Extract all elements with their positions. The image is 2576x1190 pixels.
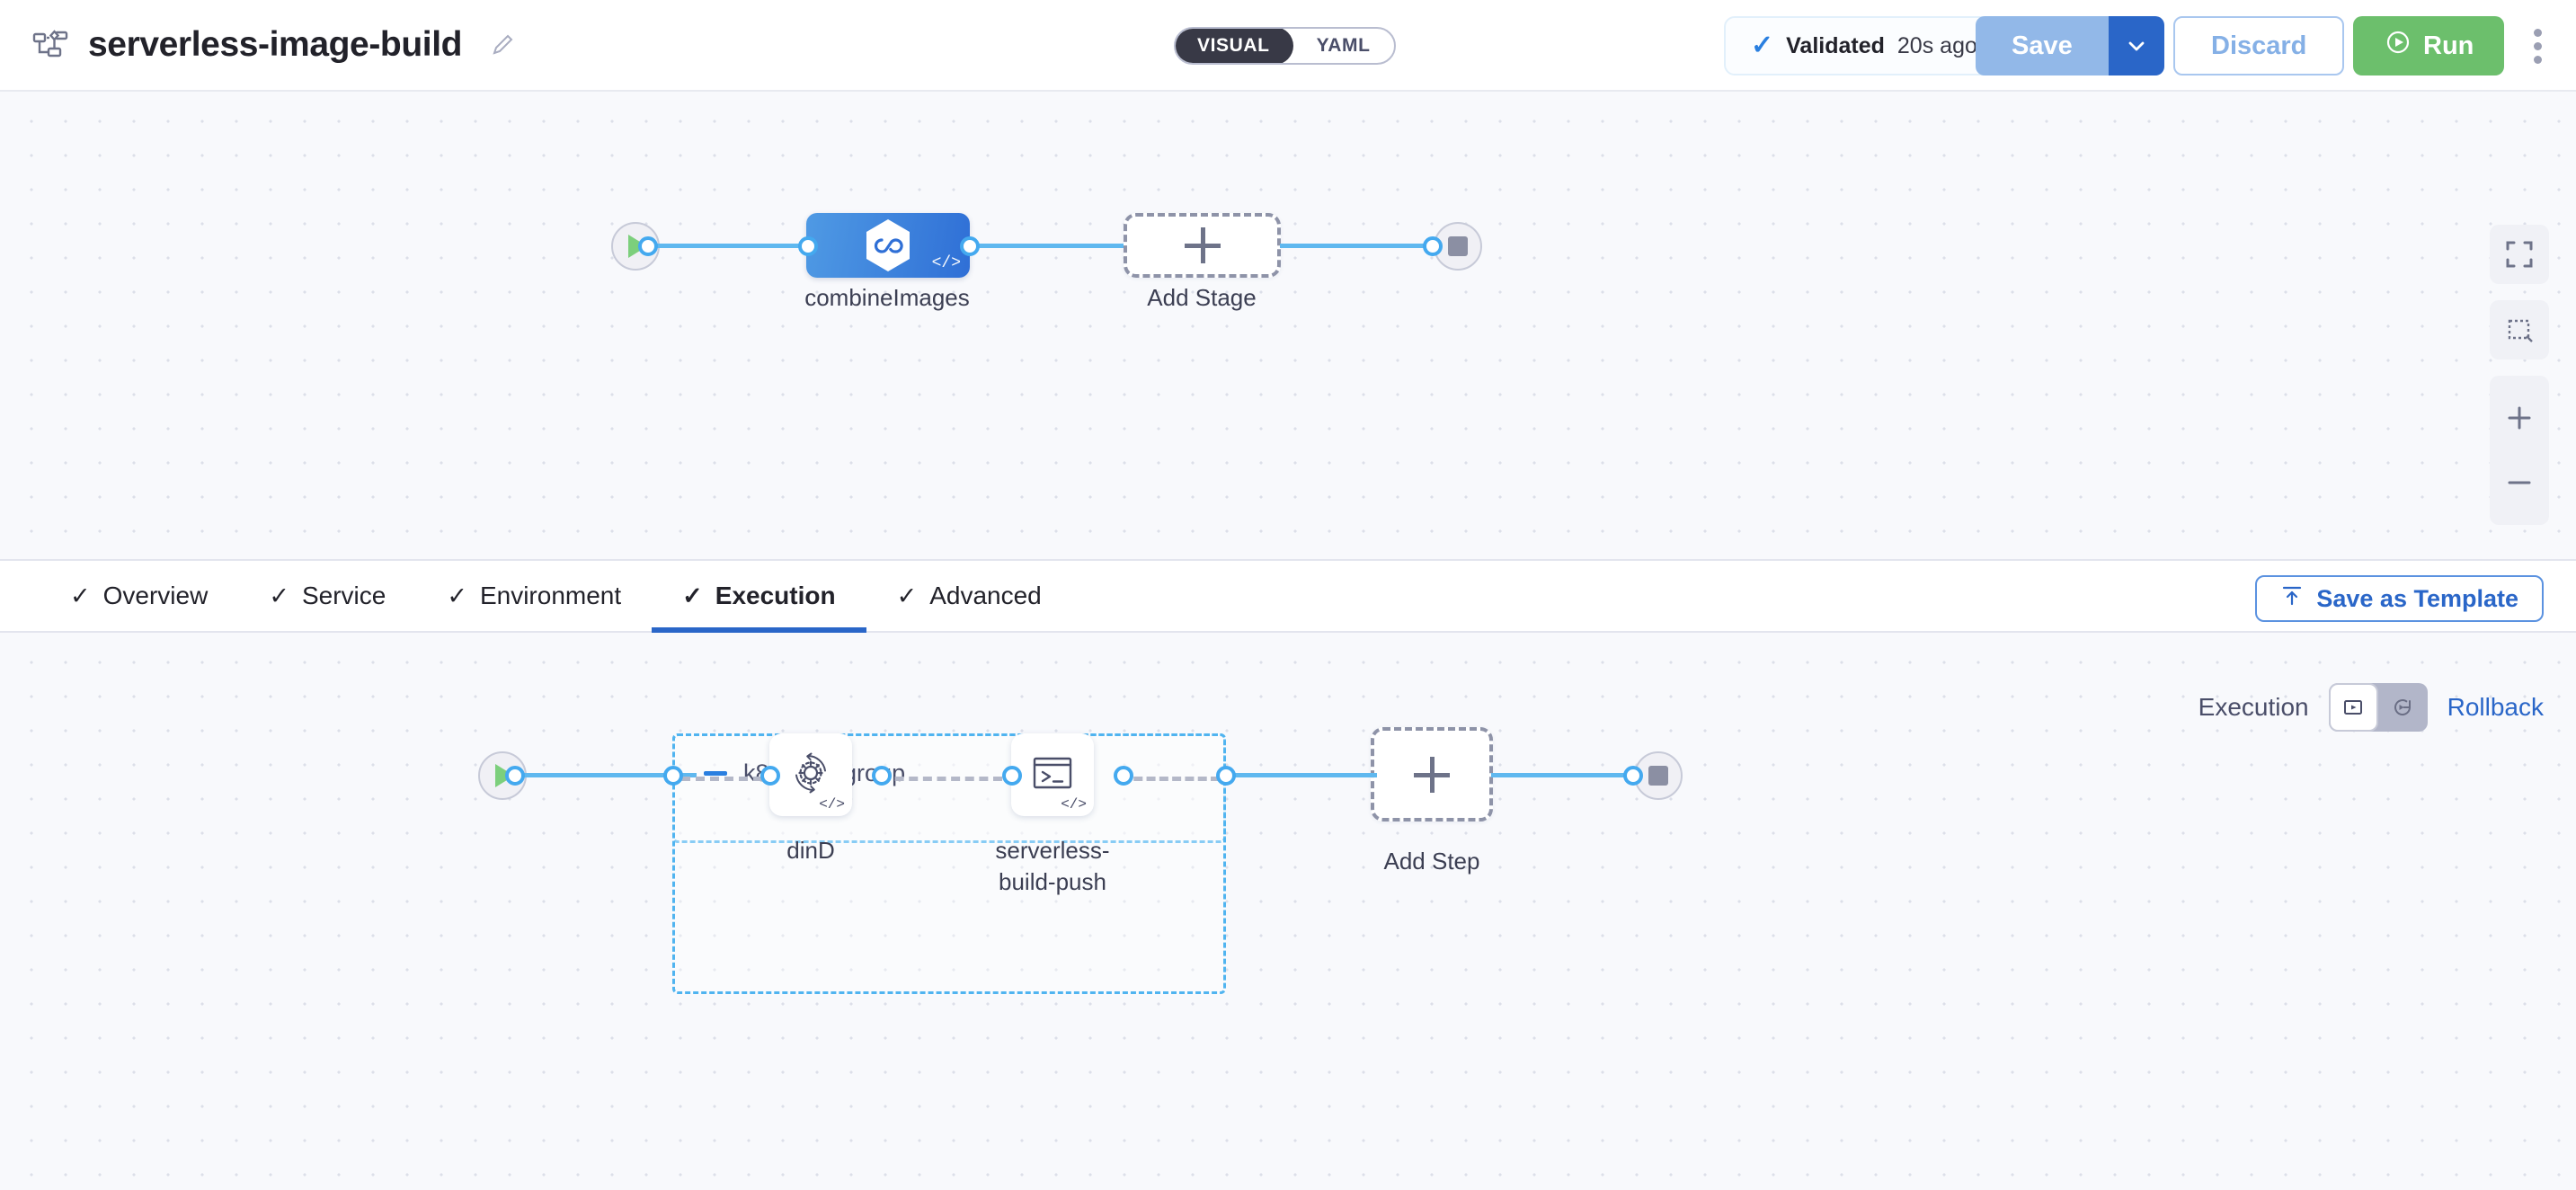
code-badge: </> [1061, 796, 1087, 813]
tab-label: Advanced [929, 582, 1042, 610]
port-dind-in[interactable] [760, 766, 780, 786]
tab-label: Overview [103, 582, 209, 610]
check-icon: ✓ [897, 582, 918, 610]
rollback-mode-label: Rollback [2447, 693, 2544, 722]
add-step-button[interactable] [1371, 727, 1493, 821]
check-icon: ✓ [269, 582, 289, 610]
port-serverless-in[interactable] [1002, 766, 1022, 786]
gear-rotate-icon [786, 749, 835, 802]
step-label-line1: serverless- [945, 835, 1160, 866]
step-node-dind[interactable]: </> [769, 733, 852, 816]
link-start-to-stage [645, 244, 813, 248]
tab-service[interactable]: ✓ Service [238, 559, 416, 633]
tab-label: Execution [715, 582, 836, 610]
check-icon: ✓ [447, 582, 467, 610]
link-group-to-addstep [1233, 773, 1377, 777]
plus-icon [1414, 757, 1450, 793]
port-serverless-out[interactable] [1114, 766, 1133, 786]
play-circle-icon [2384, 28, 2412, 64]
kebab-menu-icon[interactable] [2517, 25, 2558, 67]
port-stage-in[interactable] [798, 236, 818, 256]
terminal-icon [1028, 749, 1077, 802]
port-dind-out[interactable] [872, 766, 892, 786]
execution-play-box-icon[interactable] [2329, 683, 2378, 732]
execution-canvas[interactable]: Execution Rollback [0, 633, 2576, 1190]
add-step-label: Add Step [1342, 846, 1522, 877]
run-button[interactable]: Run [2353, 16, 2504, 75]
link-serverless-to-groupexit [1121, 777, 1220, 781]
run-button-label: Run [2423, 31, 2474, 61]
step-node-serverless-build-push[interactable]: </> [1011, 733, 1094, 816]
check-icon: ✓ [70, 582, 91, 610]
save-button[interactable]: Save [1976, 16, 2109, 75]
status-badge-validated: ✓ Validated 20s ago [1724, 16, 2004, 75]
port-exec-end-in[interactable] [1623, 766, 1643, 786]
add-stage-button[interactable] [1124, 213, 1281, 278]
link-stage-to-addstage [978, 244, 1124, 248]
code-badge: </> [819, 796, 845, 813]
save-as-template-label: Save as Template [2316, 585, 2518, 613]
visual-yaml-toggle[interactable]: VISUAL YAML [1174, 27, 1396, 65]
app-header: serverless-image-build VISUAL YAML ✓ Val… [0, 0, 2576, 92]
pipeline-diagram-icon [32, 27, 68, 63]
mode-visual[interactable]: VISUAL [1174, 27, 1293, 65]
link-addstep-to-end [1491, 773, 1632, 777]
stage-node-combineimages[interactable]: </> [806, 213, 970, 278]
port-start-out[interactable] [638, 236, 658, 256]
stage-canvas[interactable]: </> combineImages Add Stage [0, 92, 2576, 559]
chevron-down-icon[interactable] [2109, 16, 2164, 75]
code-badge: </> [932, 254, 961, 272]
execution-rollback-switch: Execution Rollback [2198, 683, 2544, 732]
step-label-dind: dinD [721, 835, 901, 866]
template-upload-icon [2280, 584, 2304, 614]
validated-timestamp: 20s ago [1897, 33, 1977, 59]
tab-label: Service [302, 582, 386, 610]
plus-icon [1185, 227, 1221, 263]
link-group-to-dind [681, 777, 762, 781]
tab-list: ✓ Overview ✓ Service ✓ Environment ✓ Exe… [0, 559, 1072, 633]
selection-box-icon[interactable] [2490, 300, 2549, 360]
collapse-dash-icon[interactable] [704, 771, 727, 776]
header-left: serverless-image-build [0, 25, 516, 65]
tab-label: Environment [480, 582, 621, 610]
check-icon: ✓ [1751, 32, 1773, 59]
stop-icon [1648, 766, 1668, 786]
tab-environment[interactable]: ✓ Environment [416, 559, 652, 633]
check-icon: ✓ [682, 582, 703, 610]
validated-label: Validated [1786, 33, 1885, 59]
save-as-template-button[interactable]: Save as Template [2255, 575, 2544, 622]
tab-overview[interactable]: ✓ Overview [40, 559, 238, 633]
link-dind-to-serverless [881, 777, 1002, 781]
tab-advanced[interactable]: ✓ Advanced [866, 559, 1072, 633]
mode-switch[interactable] [2329, 683, 2428, 732]
step-label-line2: build-push [945, 866, 1160, 898]
stage-label-combineimages: combineImages [752, 282, 1022, 314]
link-addstage-to-end [1280, 244, 1433, 248]
port-end-in[interactable] [1423, 236, 1443, 256]
pencil-icon[interactable] [489, 31, 516, 58]
zoom-in-icon[interactable] [2490, 388, 2549, 448]
stop-icon [1448, 236, 1468, 256]
port-stage-out[interactable] [960, 236, 980, 256]
tab-execution[interactable]: ✓ Execution [652, 559, 866, 633]
page-title: serverless-image-build [88, 25, 462, 65]
mode-yaml[interactable]: YAML [1293, 29, 1394, 63]
zoom-controls [2490, 376, 2549, 525]
zoom-out-icon[interactable] [2490, 453, 2549, 512]
add-stage-label: Add Stage [1067, 282, 1337, 314]
execution-mode-label: Execution [2198, 693, 2309, 722]
fullscreen-icon[interactable] [2490, 225, 2549, 284]
save-split-button[interactable]: Save [1976, 16, 2164, 75]
canvas-controls [2490, 225, 2549, 525]
harness-cd-hexagon-icon [863, 218, 913, 273]
rollback-rotate-icon[interactable] [2378, 683, 2428, 732]
port-group-exit[interactable] [1216, 766, 1236, 786]
port-exec-start-out[interactable] [505, 766, 525, 786]
discard-button[interactable]: Discard [2173, 16, 2344, 75]
port-group-entry[interactable] [663, 766, 683, 786]
step-label-serverless-build-push: serverless- build-push [945, 835, 1160, 898]
stage-config-tabbar: ✓ Overview ✓ Service ✓ Environment ✓ Exe… [0, 559, 2576, 633]
